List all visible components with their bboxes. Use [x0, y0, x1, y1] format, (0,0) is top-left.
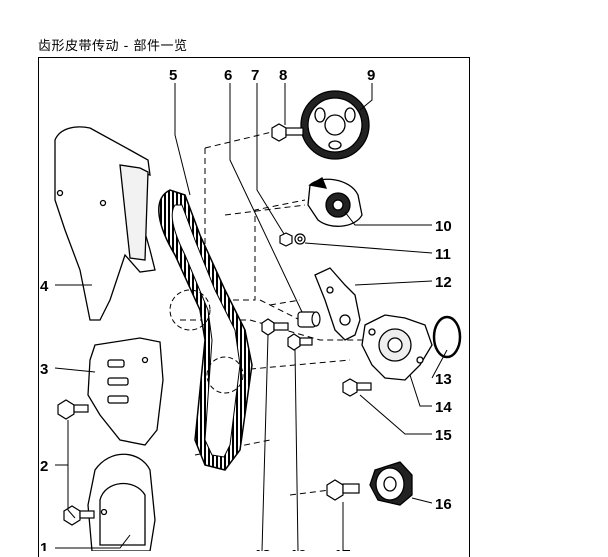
middle-belt-cover [87, 337, 164, 446]
callout-7: 7 [251, 67, 259, 84]
callout-labels: 1 2 3 4 5 6 7 8 9 10 11 12 13 14 15 16 1… [40, 67, 452, 551]
pump-bolt [342, 378, 372, 397]
lower-belt-cover [87, 453, 156, 551]
callout-19: 19 [290, 547, 307, 551]
idler-bracket [314, 267, 361, 341]
pulley-phantoms [169, 289, 244, 394]
water-pump [361, 314, 433, 381]
callout-3: 3 [40, 361, 48, 378]
o-ring [432, 315, 462, 359]
callout-6: 6 [224, 67, 232, 84]
camshaft-sprocket [300, 90, 370, 160]
callout-4: 4 [40, 278, 49, 295]
tensioner-roller [307, 177, 363, 227]
callout-16: 16 [435, 496, 452, 513]
small-fasteners [279, 232, 306, 247]
callout-11: 11 [435, 246, 451, 263]
toothed-belt [158, 189, 253, 471]
crankshaft-bolt [326, 479, 360, 501]
callout-18: 18 [254, 547, 271, 551]
spacer-sleeve [297, 311, 321, 328]
upper-belt-cover [54, 126, 156, 321]
callout-9: 9 [367, 67, 375, 84]
callout-13: 13 [435, 371, 452, 388]
callout-1: 1 [40, 540, 48, 551]
callout-10: 10 [435, 218, 452, 235]
leader-lines [54, 83, 448, 551]
callout-8: 8 [279, 67, 287, 84]
callout-2: 2 [40, 458, 48, 475]
idler-bolts [261, 318, 313, 351]
crankshaft-sprocket [369, 461, 413, 506]
callout-14: 14 [435, 399, 452, 416]
callout-17: 17 [334, 547, 351, 551]
callout-5: 5 [169, 67, 177, 84]
page-title: 齿形皮带传动 - 部件一览 [38, 39, 188, 54]
callout-15: 15 [435, 427, 452, 444]
diagram-frame [38, 57, 470, 557]
callout-12: 12 [435, 274, 452, 291]
sprocket-bolt [271, 123, 304, 142]
